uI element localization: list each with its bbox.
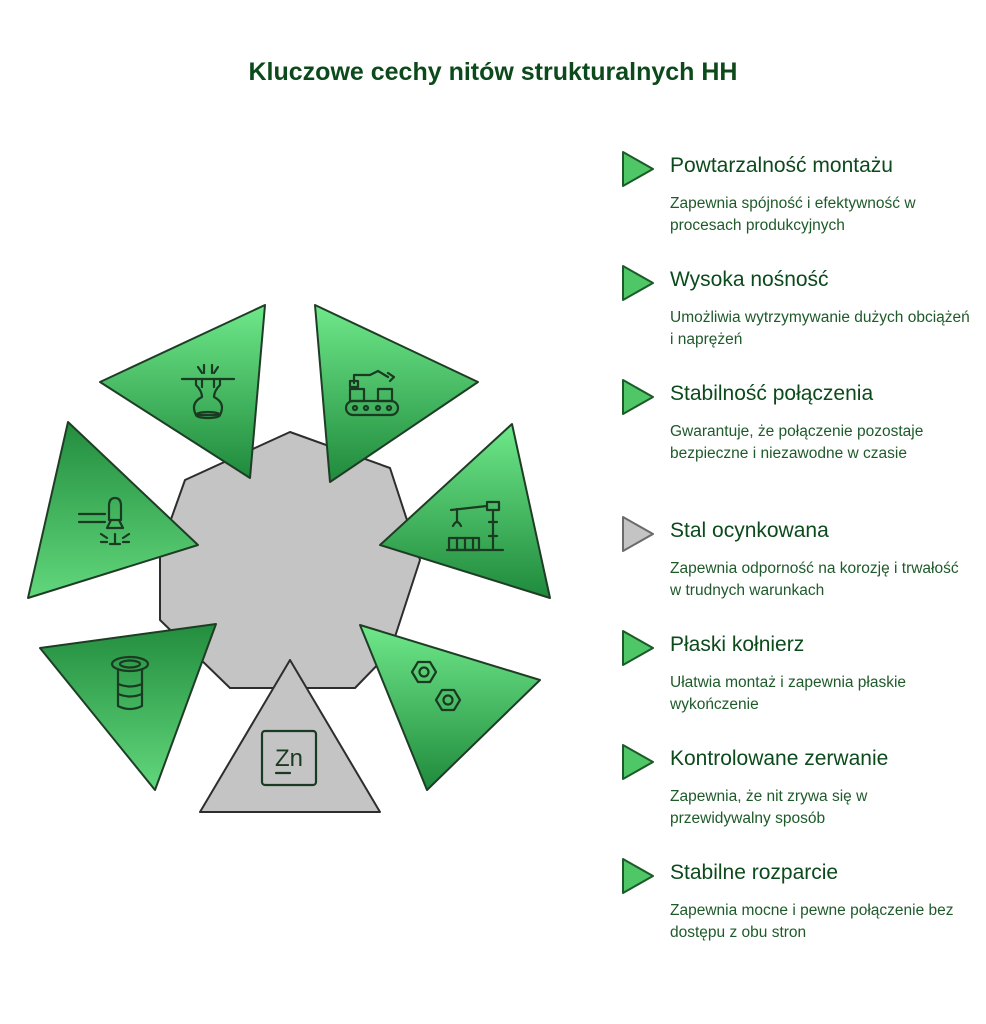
feature-triangle [379,423,551,599]
zinc-symbol-text: Zn [275,745,303,772]
feature-description: Zapewnia odporność na korozję i trwałość… [670,560,959,599]
feature-name: Wysoka nośność [670,268,829,291]
feature-triangle [39,623,217,791]
feature-triangle [199,659,381,813]
nuts-icon [410,660,462,712]
feature-name: Stal ocynkowana [670,519,829,542]
feature-description: Ułatwia montaż i zapewnia płaskie wykońc… [670,674,907,713]
triangle-marker-icon [622,630,654,666]
feature-description: Gwarantuje, że połączenie pozostaje bezp… [670,423,924,462]
crane-icon [445,500,505,552]
feature-name: Kontrolowane zerwanie [670,747,889,770]
feature-triangle [27,421,199,599]
feature-name: Stabilność połączenia [670,382,874,405]
page-title: Kluczowe cechy nitów strukturalnych HH [248,58,738,86]
triangle-marker-icon [622,744,654,780]
feature-name: Stabilne rozparcie [670,861,839,884]
feature-name: Powtarzalność montażu [670,154,893,177]
rivet-break-icon [77,496,131,546]
rivet-expansion-icon [180,363,236,420]
triangle-marker-icon [622,858,654,894]
triangle-marker-icon [622,265,654,301]
feature-description: Zapewnia mocne i pewne połączenie bez do… [670,902,954,941]
feature-triangle [359,624,541,791]
feature-diagram: Zn [27,304,551,813]
feature-triangle [99,304,266,479]
feature-description: Zapewnia spójność i efektywność w proces… [670,195,916,234]
assembly-line-icon [344,369,400,417]
zinc-icon: Zn [260,729,318,787]
triangle-marker-icon [622,151,654,187]
triangle-marker-icon [622,516,654,552]
feature-description: Umożliwia wytrzymywanie dużych obciążeń … [670,309,970,348]
feature-triangle [314,304,479,483]
feature-name: Płaski kołnierz [670,633,805,656]
feature-description: Zapewnia, że nit zrywa się w przewidywal… [670,788,868,827]
flange-icon [110,655,150,711]
triangle-marker-icon [622,379,654,415]
